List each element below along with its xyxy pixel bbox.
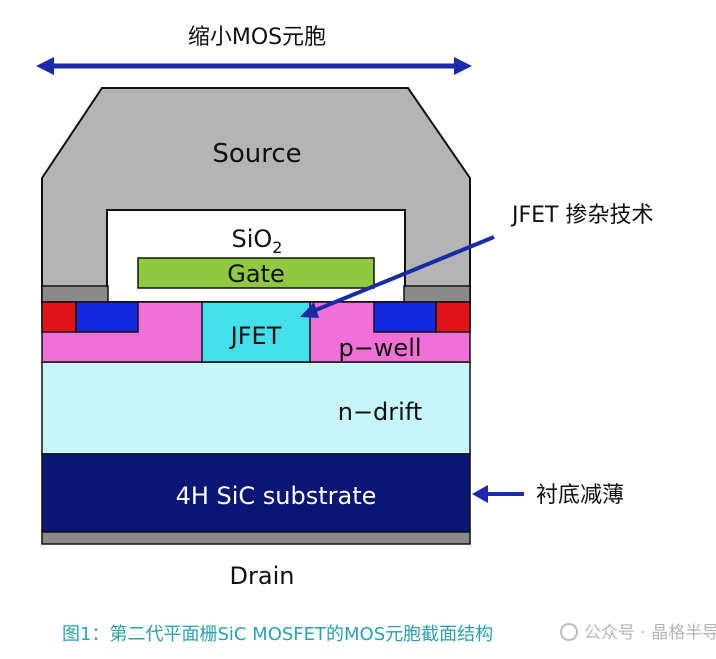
cell-width-arrow-left-head: [36, 57, 54, 75]
substrate-thinning-arrowhead: [472, 485, 488, 503]
source-contact-left: [41, 285, 109, 303]
jfet-doping-arrowhead: [300, 302, 319, 318]
p-well-label: p−well: [338, 334, 421, 362]
oxide-label-subscript: 2: [272, 238, 282, 257]
cell-width-arrow-right-head: [454, 57, 472, 75]
p-plus-right: [435, 301, 471, 333]
substrate-region: [41, 453, 471, 533]
figure-caption: 图1：第二代平面栅SiC MOSFET的MOS元胞截面结构: [62, 624, 494, 645]
substrate-label: 4H SiC substrate: [176, 482, 377, 510]
drain-label: Drain: [230, 562, 295, 590]
n-drift-label: n−drift: [338, 398, 423, 426]
oxide-label: SiO2: [232, 225, 283, 257]
wechat-icon: [560, 623, 578, 641]
gate-label: Gate: [227, 260, 284, 288]
n-drift-region: [41, 361, 471, 455]
watermark: 公众号 · 晶格半导体: [560, 618, 716, 643]
p-plus-left: [41, 301, 77, 333]
cell-shrink-label: 缩小MOS元胞: [188, 25, 326, 50]
drain-metal: [41, 531, 471, 545]
source-contact-right: [403, 285, 471, 303]
jfet-label: JFET: [229, 322, 282, 350]
jfet-doping-label: JFET 掺杂技术: [510, 203, 653, 228]
jfet-region: [201, 301, 311, 363]
jfet-doping-arrow: [305, 235, 495, 316]
source-label: Source: [212, 139, 301, 169]
oxide-label-base: SiO: [232, 225, 273, 253]
n-plus-right: [373, 301, 437, 333]
gate-poly: [137, 257, 375, 289]
substrate-thinning-label: 衬底减薄: [536, 483, 624, 508]
n-plus-left: [75, 301, 139, 333]
watermark-text: 公众号 · 晶格半导体: [584, 623, 716, 643]
